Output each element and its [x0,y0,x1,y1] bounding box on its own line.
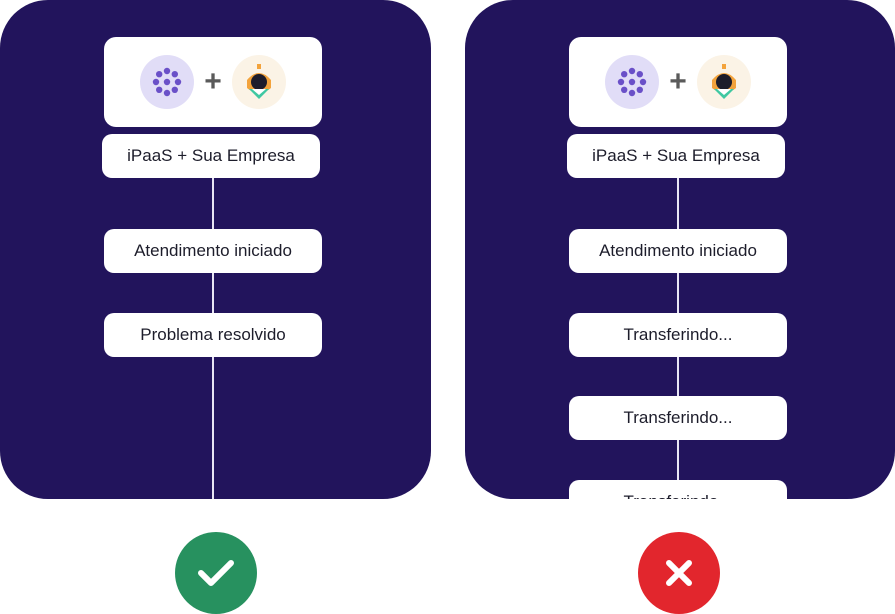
flower-logo-icon [605,55,660,109]
checkmark-icon [175,532,257,614]
x-icon [638,532,720,614]
plus-sign: + [669,65,687,98]
integration-logos-card: + [569,37,787,127]
step-card: Problema resolvido [104,313,322,357]
support-agent-icon [231,55,286,109]
integration-logos-card: + [104,37,322,127]
bad-flow-panel: + iPaaS + Sua Empresa Atendimento inicia… [465,0,895,499]
step-card: Atendimento iniciado [569,229,787,273]
step-card: Transferindo... [569,396,787,440]
step-card: Atendimento iniciado [104,229,322,273]
plus-sign: + [204,65,222,98]
good-flow-panel: + iPaaS + Sua Empresa Atendimento inicia… [0,0,431,499]
header-label: iPaaS + Sua Empresa [102,134,320,178]
support-agent-icon [696,55,751,109]
step-card: Transferindo... [569,313,787,357]
flower-logo-icon [140,55,195,109]
step-card: Transferindo... [569,480,787,499]
header-label: iPaaS + Sua Empresa [567,134,785,178]
